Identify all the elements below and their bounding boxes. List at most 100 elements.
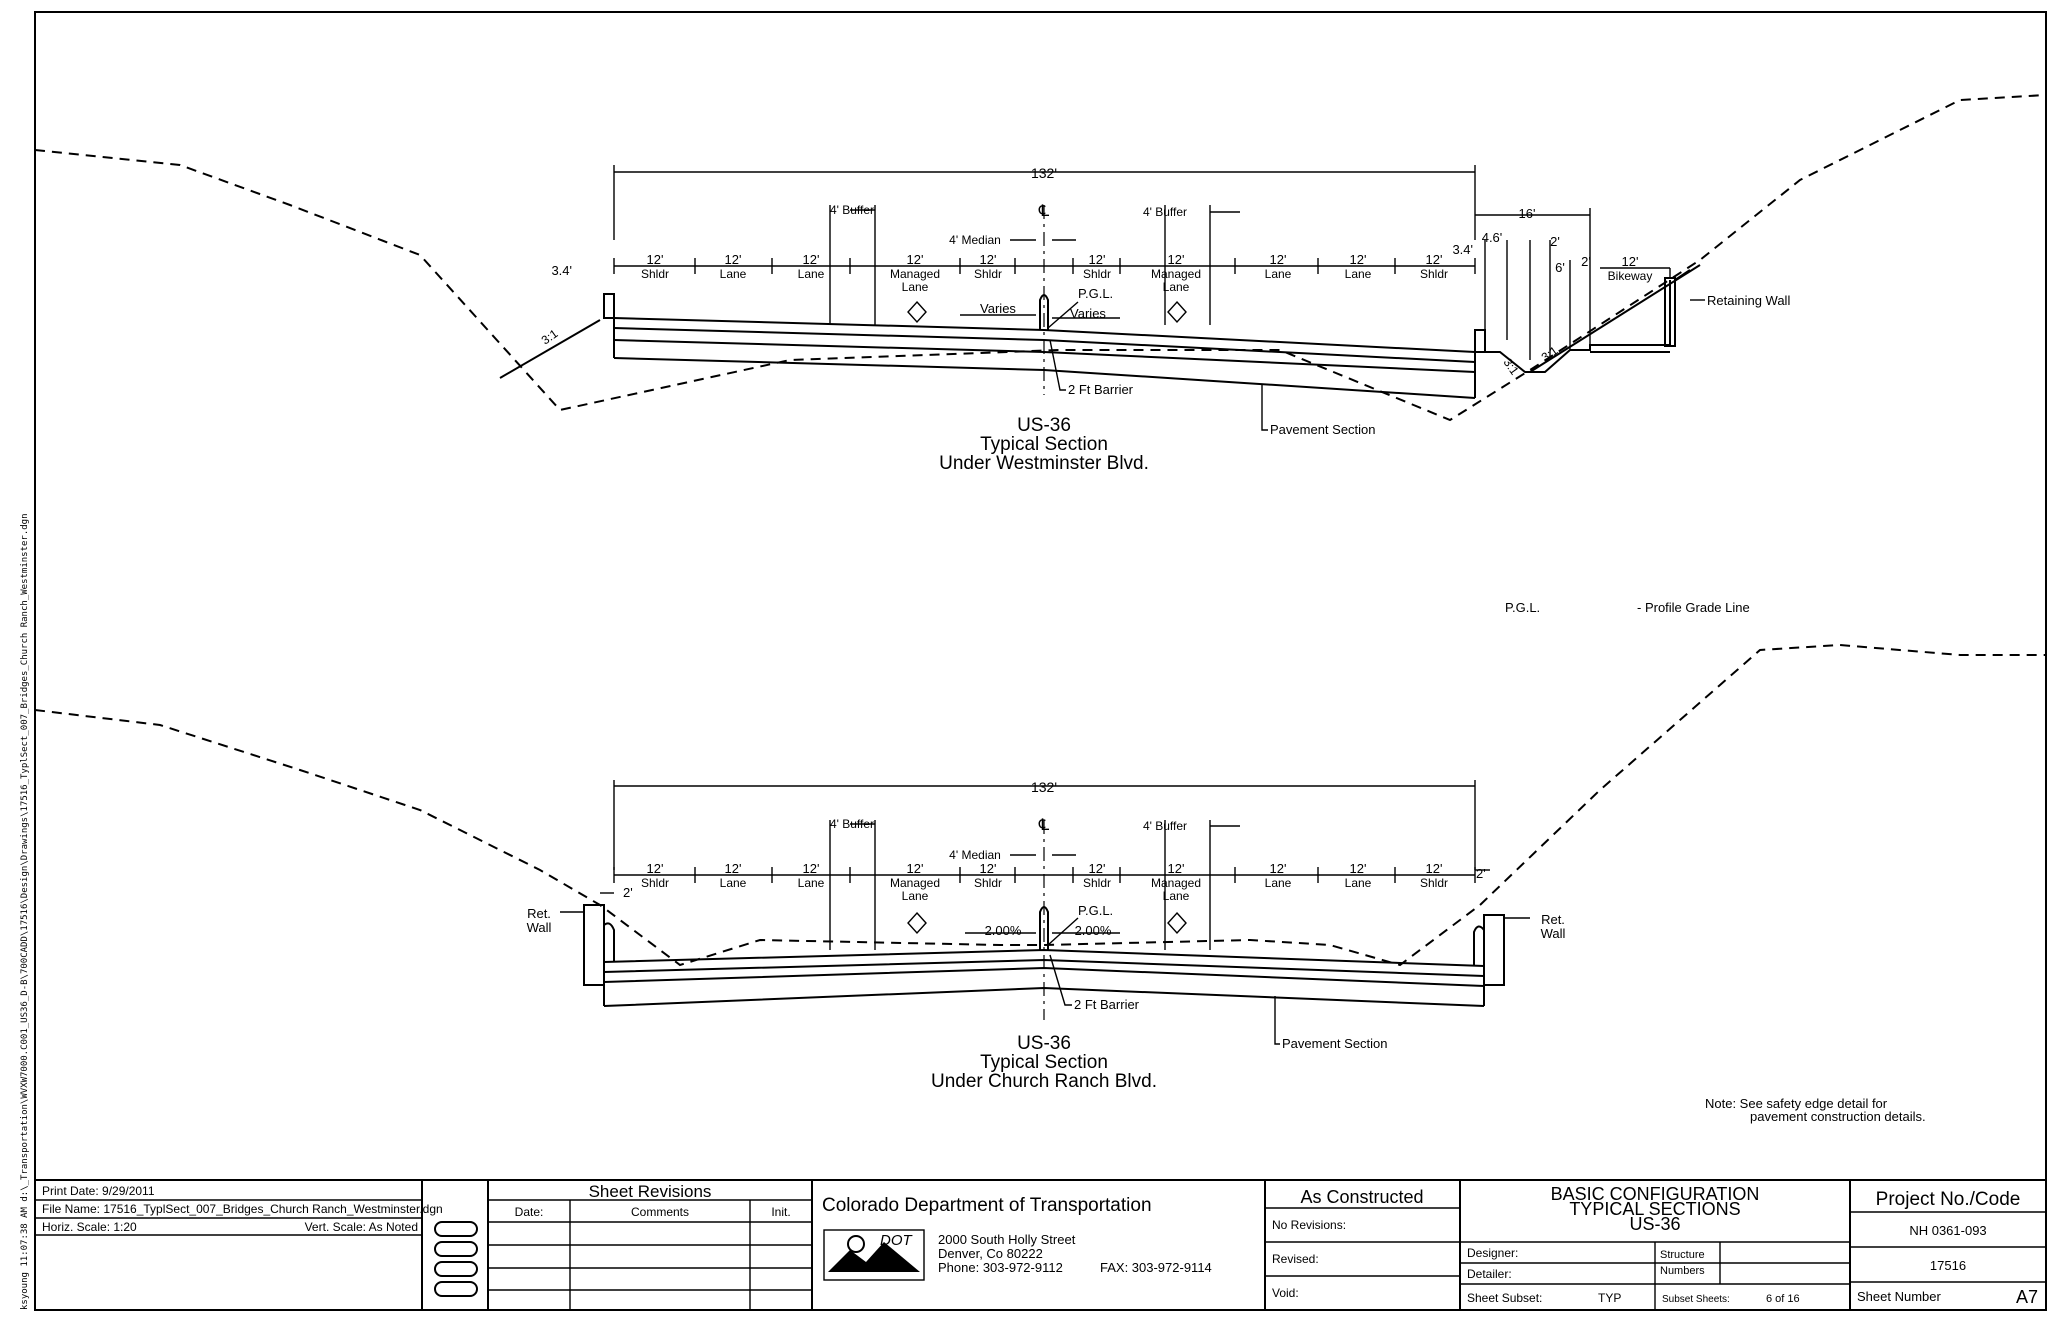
note-line1: Note: See safety edge detail for <box>1705 1096 1888 1111</box>
structure-label-1: Structure <box>1660 1249 1705 1261</box>
slope-right-2: 2.00% <box>1075 923 1112 938</box>
void: Void: <box>1272 1286 1299 1300</box>
side-file-path: ksyoung 11:07:38 AM d:\_Transportation\W… <box>20 513 30 1310</box>
fax: FAX: 303-972-9114 <box>1100 1260 1212 1275</box>
lane-width-label: 12' <box>647 861 664 876</box>
lane-type-label: Lane <box>1345 267 1372 281</box>
existing-ground-line-2 <box>34 643 2046 967</box>
lane-type-label: Shldr <box>974 267 1002 281</box>
lane-type-label: Shldr <box>641 267 669 281</box>
lane-width-label: 12' <box>1168 252 1185 267</box>
centerline-symbol: ℄ <box>1038 203 1050 220</box>
barrier-label-2: 2 Ft Barrier <box>1074 997 1140 1012</box>
lane-type-label: Lane <box>1345 876 1372 890</box>
lane-width-label: 12' <box>803 252 820 267</box>
lane-width-label: 12' <box>907 861 924 876</box>
lane-width-label: 12' <box>980 861 997 876</box>
lane-type-label: Lane <box>902 280 929 294</box>
cdot-logo: DOT <box>823 1229 925 1281</box>
lane-width-label: 12' <box>907 252 924 267</box>
ret-wall-left-shape <box>583 904 605 986</box>
ret-wall-right-label-1: Ret. <box>1541 912 1565 927</box>
lane-width-label: 12' <box>1089 252 1106 267</box>
lane-width-label: 12' <box>1089 861 1106 876</box>
agency-name: Colorado Department of Transportation <box>822 1195 1152 1216</box>
section-1: 12'Shldr12'Lane12'Lane12'ManagedLane12'S… <box>34 94 2047 474</box>
dim-16: 16' <box>1519 206 1536 221</box>
lane-type-label: Shldr <box>1420 876 1448 890</box>
dim-6: 6' <box>1555 260 1565 275</box>
lane-type-label: Lane <box>1163 889 1190 903</box>
no-revisions: No Revisions: <box>1272 1218 1346 1232</box>
subset-sheets-value: 6 of 16 <box>1766 1293 1800 1305</box>
lane-type-label: Lane <box>1265 876 1292 890</box>
pgl-label: P.G.L. <box>1078 286 1113 301</box>
designer: Designer: <box>1467 1246 1518 1260</box>
lane-width-label: 12' <box>803 861 820 876</box>
median-label-2: 4' Median <box>949 848 1001 862</box>
lane-width-label: 12' <box>725 252 742 267</box>
pavement-section-label-2: Pavement Section <box>1282 1036 1388 1051</box>
section-1-title-line1: US-36 <box>1017 415 1071 436</box>
revision-oval <box>434 1281 478 1297</box>
lane-width-label: 12' <box>980 252 997 267</box>
retaining-wall-label: Retaining Wall <box>1707 293 1790 308</box>
legend-abbr: P.G.L. <box>1505 600 1540 615</box>
slope-right-1: 3:1 <box>1501 356 1522 378</box>
cut-slope-left <box>499 319 601 379</box>
buffer-right-label: 4' Buffer <box>1143 205 1187 219</box>
lane-type-label: Managed <box>1151 267 1201 281</box>
left-dim-2: 2' <box>623 885 633 900</box>
lane-width-label: 12' <box>1426 861 1443 876</box>
buffer-left-label: 4' Buffer <box>830 203 874 217</box>
lane-width-label: 12' <box>647 252 664 267</box>
lane-width-label: 12' <box>1270 252 1287 267</box>
varies-left: Varies <box>980 301 1016 316</box>
lane-width-label: 12' <box>1350 252 1367 267</box>
phone: Phone: 303-972-9112 <box>938 1260 1063 1275</box>
section-2: 12'Shldr12'Lane12'Lane12'ManagedLane12'S… <box>34 643 2046 1092</box>
section-2-title-line2: Typical Section <box>980 1052 1108 1073</box>
slope-left-2: 2.00% <box>985 923 1022 938</box>
lane-type-label: Managed <box>890 876 940 890</box>
as-constructed: As Constructed <box>1300 1187 1423 1207</box>
vert-scale: Vert. Scale: As Noted <box>305 1220 418 1234</box>
median-label: 4' Median <box>949 233 1001 247</box>
lane-width-label: 12' <box>1270 861 1287 876</box>
lane-type-label: Lane <box>720 267 747 281</box>
dim-2a: 2' <box>1550 234 1560 249</box>
logo-text: DOT <box>880 1232 914 1249</box>
subset-sheets-label: Subset Sheets: <box>1662 1294 1730 1305</box>
revision-oval <box>434 1221 478 1237</box>
print-date: Print Date: 9/29/2011 <box>42 1184 155 1198</box>
dim-4-6: 4.6' <box>1482 230 1503 245</box>
ret-wall-right-label-2: Wall <box>1541 926 1566 941</box>
lane-type-label: Managed <box>890 267 940 281</box>
buffer-left-label-2: 4' Buffer <box>830 817 874 831</box>
section-2-title-line3: Under Church Ranch Blvd. <box>931 1071 1157 1092</box>
bikeway-width: 12' <box>1622 254 1639 269</box>
col-comments: Comments <box>631 1205 689 1219</box>
pavement-surface <box>613 317 1476 353</box>
managed-lane-diamond <box>1167 911 1187 935</box>
pgl-label-2: P.G.L. <box>1078 903 1113 918</box>
lane-type-label: Shldr <box>974 876 1002 890</box>
managed-lane-diamond <box>907 911 927 935</box>
centerline-symbol-2: ℄ <box>1038 817 1050 834</box>
lane-type-label: Managed <box>1151 876 1201 890</box>
lane-width-label: 12' <box>1168 861 1185 876</box>
note-line2: pavement construction details. <box>1750 1109 1926 1124</box>
title-block: Print Date: 9/29/2011 File Name: 17516_T… <box>35 1179 2046 1310</box>
section-1-title-line2: Typical Section <box>980 434 1108 455</box>
lane-width-label: 12' <box>725 861 742 876</box>
ret-wall-left-label-2: Wall <box>527 920 552 935</box>
lane-type-label: Lane <box>1265 267 1292 281</box>
address-line2: Denver, Co 80222 <box>938 1246 1043 1261</box>
section-2-title-line1: US-36 <box>1017 1033 1071 1054</box>
col-date: Date: <box>515 1205 544 1219</box>
lane-type-label: Lane <box>902 889 929 903</box>
col-init: Init. <box>771 1205 790 1219</box>
lane-type-label: Shldr <box>1420 267 1448 281</box>
pavement-section-label: Pavement Section <box>1270 422 1376 437</box>
